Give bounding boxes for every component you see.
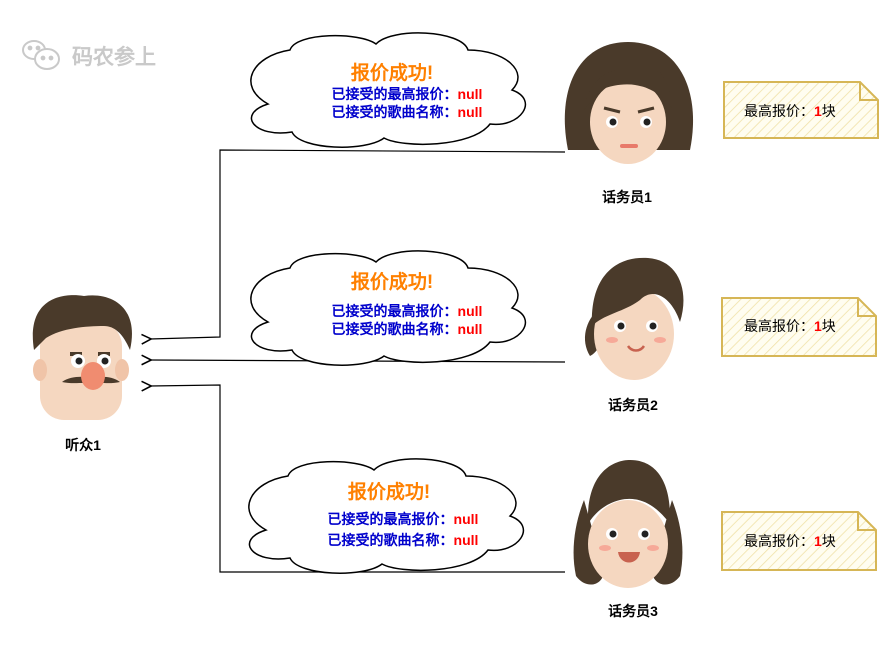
mouth [620, 144, 638, 148]
right-cheek [647, 545, 659, 551]
note-text: 最高报价：1块 [744, 103, 836, 119]
song-label: 已接受的歌曲名称： [332, 104, 458, 120]
right-eye [643, 118, 651, 126]
watermark-text: 码农参上 [72, 45, 156, 69]
cloud-title: 报价成功! [351, 61, 433, 84]
left-ear [33, 359, 47, 381]
price-label: 已接受的最高报价： [332, 303, 458, 319]
listener-avatar: 听众1 [32, 295, 132, 453]
cloud-bubble-2: 报价成功! 已接受的最高报价：null 已接受的歌曲名称：null [250, 250, 527, 366]
nose [81, 362, 105, 390]
right-eye [649, 322, 657, 330]
cloud-line-price: 已接受的最高报价：null [332, 86, 483, 102]
right-ear [115, 359, 129, 381]
note-shape [723, 81, 879, 139]
operator-2-avatar: 话务员2 [584, 257, 684, 413]
note-text: 最高报价：1块 [744, 318, 836, 334]
cloud-shape [248, 458, 525, 574]
note-operator-1: 最高报价：1块 [723, 81, 879, 139]
hair [591, 257, 684, 326]
song-label: 已接受的歌曲名称： [332, 321, 458, 337]
cloud-line-song: 已接受的歌曲名称：null [332, 104, 483, 120]
price-value: null [454, 511, 479, 527]
cloud-shape [250, 250, 527, 366]
cloud-title: 报价成功! [348, 480, 430, 503]
note-text: 最高报价：1块 [744, 533, 836, 549]
listener-label: 听众1 [65, 437, 101, 453]
operator-1-avatar: 话务员1 [564, 42, 694, 205]
operator-3-label: 话务员3 [608, 603, 658, 619]
connector-operator-3 [150, 385, 565, 573]
left-eye [617, 322, 625, 330]
song-value: null [454, 532, 479, 548]
left-cheek [599, 545, 611, 551]
note-operator-3: 最高报价：1块 [721, 511, 877, 571]
song-value: null [458, 321, 483, 337]
face [588, 500, 668, 588]
price-value: null [458, 86, 483, 102]
mouth [626, 345, 646, 352]
face [40, 322, 122, 420]
cloud-title: 报价成功! [351, 270, 433, 293]
operator-1-label: 话务员1 [602, 189, 652, 205]
song-value: null [458, 104, 483, 120]
cloud-line-song: 已接受的歌曲名称：null [328, 532, 479, 548]
hair [32, 295, 132, 350]
note-operator-2: 最高报价：1块 [721, 297, 877, 357]
operator-3-avatar: 话务员3 [573, 460, 683, 619]
operator-2-label: 话务员2 [608, 397, 658, 413]
price-label: 已接受的最高报价： [328, 511, 454, 527]
note-shape [721, 297, 877, 357]
connector-operator-1 [150, 149, 566, 339]
watermark: 码农参上 [22, 40, 156, 70]
right-cheek [654, 337, 666, 343]
song-label: 已接受的歌曲名称： [328, 532, 454, 548]
price-label: 已接受的最高报价： [332, 86, 458, 102]
cloud-line-song: 已接受的歌曲名称：null [332, 321, 483, 337]
hair [587, 460, 671, 524]
wechat-icon [22, 40, 60, 70]
right-eyebrow [637, 106, 655, 114]
cloud-bubble-3: 报价成功! 已接受的最高报价：null 已接受的歌曲名称：null [248, 458, 525, 574]
left-eyebrow [603, 106, 621, 114]
left-eye [609, 118, 617, 126]
left-cheek [606, 337, 618, 343]
fringe [584, 68, 672, 110]
note-shape [721, 511, 877, 571]
cloud-line-price: 已接受的最高报价：null [328, 511, 479, 527]
mouth [618, 552, 640, 563]
cloud-shape [250, 32, 527, 148]
price-value: null [458, 303, 483, 319]
left-eye [609, 530, 617, 538]
cloud-bubble-1: 报价成功! 已接受的最高报价：null 已接受的歌曲名称：null [250, 32, 527, 148]
face [590, 80, 666, 164]
left-eyebrow [70, 352, 82, 356]
right-eye [641, 530, 649, 538]
cloud-line-price: 已接受的最高报价：null [332, 303, 483, 319]
